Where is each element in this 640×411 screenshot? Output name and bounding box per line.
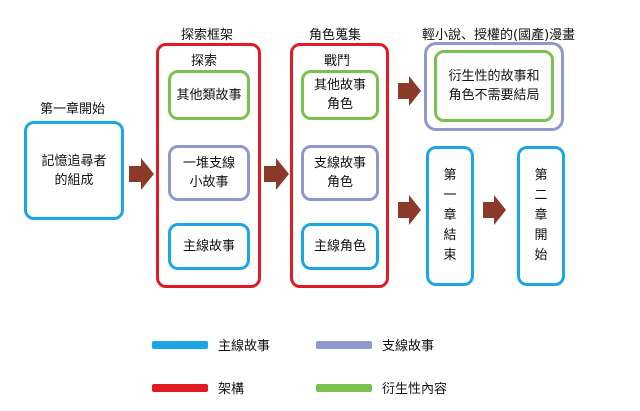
chapter-start-label: 第一章開始 [40, 102, 106, 117]
side-stories-box: 一堆支線 小故事 [168, 145, 250, 201]
arrow-character-to-chapter1 [398, 195, 421, 225]
character-collect-label: 角色蒐集 [309, 28, 362, 43]
side-roles-box: 支線故事 角色 [301, 145, 379, 201]
character-frame [290, 43, 389, 288]
legend-framework-label: 架構 [218, 382, 245, 397]
legend-side-swatch [316, 341, 372, 349]
legend-derivative-label: 衍生性內容 [382, 382, 448, 397]
light-novel-label: 輕小說、授權的(國產)漫畫 [422, 28, 576, 43]
legend-derivative-swatch [316, 384, 372, 392]
legend-main-swatch [152, 341, 208, 349]
memory-seeker-box: 記憶追尋者 的組成 [24, 121, 124, 220]
explore-frame [156, 43, 261, 288]
other-stories-box: 其他類故事 [168, 70, 250, 120]
derivative-outer-box [424, 42, 564, 131]
chapter2-start-box: 第 二 章 開 始 [517, 146, 565, 286]
other-roles-box: 其他故事 角色 [301, 70, 379, 120]
arrow-explore-to-character [264, 158, 289, 190]
chapter1-end-box: 第 一 章 結 束 [426, 146, 474, 286]
arrow-chapter1-to-chapter2 [483, 195, 506, 225]
arrow-memory-to-explore [129, 158, 154, 190]
battle-header: 戰鬥 [324, 54, 351, 69]
explore-frame-label: 探索框架 [181, 28, 234, 43]
legend-main-label: 主線故事 [218, 339, 271, 354]
arrow-group [129, 76, 506, 225]
explore-header: 探索 [191, 54, 218, 69]
derivative-stories-box: 衍生性的故事和 角色不需要結局 [434, 50, 554, 122]
legend-side-label: 支線故事 [382, 339, 435, 354]
main-roles-box: 主線角色 [301, 223, 379, 270]
legend-framework-swatch [152, 384, 208, 392]
main-story-box: 主線故事 [168, 223, 250, 270]
arrow-character-to-derivative [398, 76, 421, 106]
